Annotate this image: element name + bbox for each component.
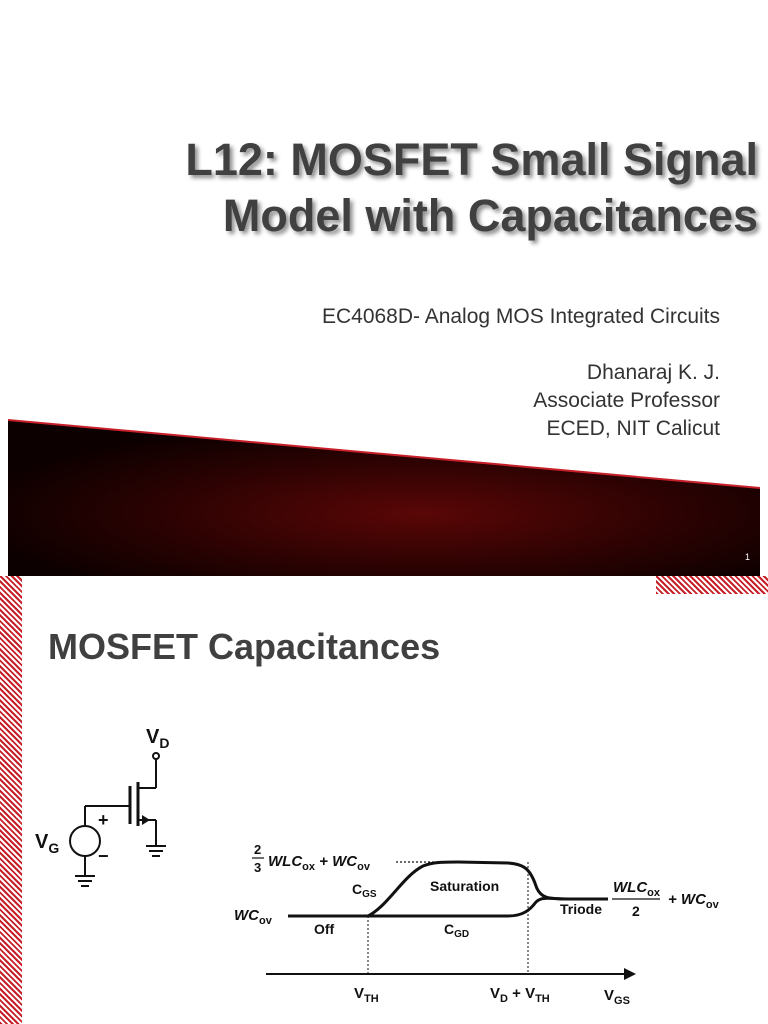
hatch-decoration-left [0, 576, 22, 1024]
band-edge-line [7, 419, 761, 489]
slide-title-line2: Model with Capacitances [222, 190, 758, 241]
x-tick-vd-vth: VD + VTH [490, 985, 550, 1005]
top-level-expr: WLCox + WCov [268, 853, 371, 873]
cgs-label: CGS [352, 881, 377, 900]
triode-level-numerator: WLCox [613, 879, 661, 899]
title-slide: L12: MOSFET Small Signal Model with Capa… [7, 132, 761, 576]
minus-sign: − [98, 846, 109, 866]
gate-source-label: VG [35, 831, 59, 856]
cgs-curve [288, 860, 608, 918]
drain-label: VD [146, 726, 169, 751]
slide-title-line1: L12: MOSFET Small Signal [185, 134, 758, 185]
hatch-decoration-right [656, 576, 768, 594]
author-affiliation: ECED, NIT Calicut [546, 417, 721, 440]
triode-level-denominator: 2 [632, 903, 640, 919]
drain-terminal [152, 752, 160, 760]
x-axis-label: VGS [604, 987, 630, 1007]
x-tick-vth: VTH [354, 985, 379, 1005]
source-arrow [142, 815, 150, 825]
region-saturation-label: Saturation [430, 878, 499, 894]
x-axis-arrow [624, 968, 636, 980]
nmos-circuit-diagram: VD VG + − [35, 726, 169, 887]
cgd-curve [288, 896, 569, 918]
plus-sign: + [98, 810, 109, 830]
course-name: EC4068D- Analog MOS Integrated Circuits [321, 305, 720, 328]
band-shape [8, 420, 760, 576]
cgd-label: CGD [444, 921, 469, 940]
top-level-label: 2 [254, 842, 261, 857]
content-slide: MOSFET Capacitances [0, 576, 768, 1024]
slide-title: L12: MOSFET Small Signal Model with Capa… [18, 132, 758, 244]
triode-level-plus: + WCov [668, 891, 720, 911]
capacitance-plot: 2 3 WLCox + WCov WCov WLCox 2 + WCov CGS… [234, 842, 720, 1007]
voltage-source [69, 825, 101, 857]
decorative-band [7, 419, 761, 576]
wcov-label: WCov [234, 907, 273, 927]
author-designation: Associate Professor [533, 389, 720, 412]
region-off-label: Off [314, 921, 335, 937]
region-triode-label: Triode [560, 901, 602, 917]
slide2-title: MOSFET Capacitances [48, 626, 441, 667]
author-name: Dhanaraj K. J. [586, 361, 720, 384]
page-number: 1 [744, 552, 750, 562]
top-level-den: 3 [254, 860, 261, 875]
